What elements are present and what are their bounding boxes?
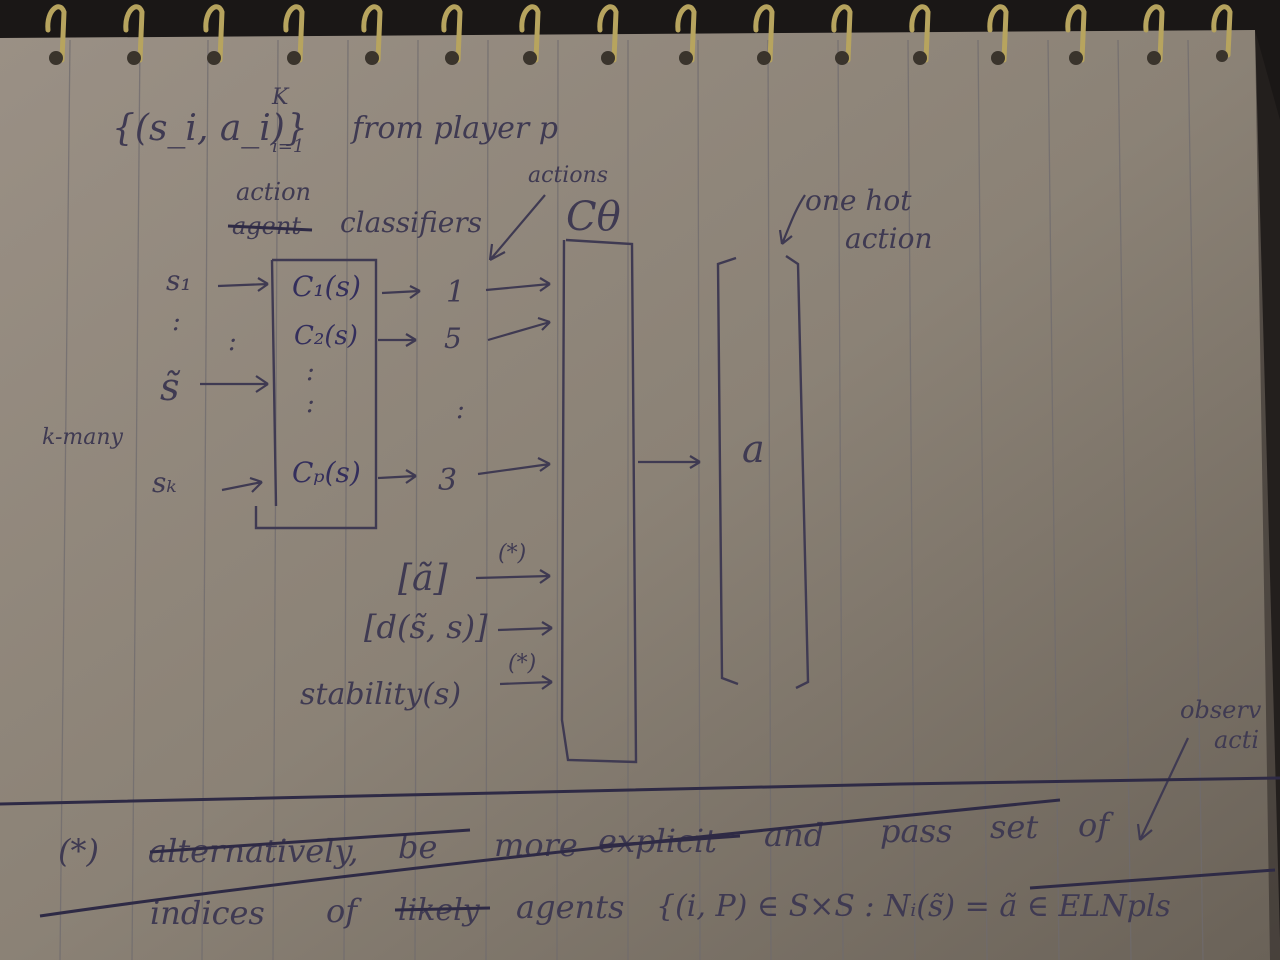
input-dots-2: :: [228, 327, 237, 357]
classifier-1: C₁(s): [292, 270, 361, 303]
footnote-marker: (*): [58, 832, 99, 870]
dataset-lower-index: i=1: [272, 136, 304, 157]
input-sK: sₖ: [152, 466, 177, 499]
input-s1: s₁: [166, 264, 192, 297]
actions-arrow: [488, 194, 546, 261]
k-many-label: k-many: [42, 425, 124, 450]
stability-star: (*): [508, 651, 536, 676]
input-dots-1: :: [172, 307, 181, 337]
classifier-dots-1: :: [306, 357, 315, 387]
a-tilde-star: (*): [498, 541, 526, 566]
input-s-tilde: s̃: [160, 365, 180, 409]
distance-input: [d(s̃, s)]: [364, 608, 488, 646]
a-tilde-arrow: [475, 569, 551, 584]
arrows-into-c-theta: [477, 277, 551, 476]
output-bracket-left: [716, 256, 739, 686]
stability-input: stability(s): [300, 677, 461, 712]
rule-lines: [59, 39, 1204, 960]
stability-arrow: [499, 675, 553, 690]
paper-sheet: [0, 30, 1280, 960]
a-tilde-input: [ã]: [398, 558, 449, 599]
input-s1-arrow: [217, 277, 269, 292]
footnote-of-2: of: [326, 892, 362, 930]
classifier-c-theta: Cθ: [566, 194, 621, 240]
classifier-dots-2: :: [306, 389, 315, 419]
spiral-holes: [49, 50, 1228, 65]
footnote-indices: indices: [150, 894, 265, 932]
footnote-agents: agents: [516, 888, 624, 926]
classifier-box: [254, 258, 378, 530]
one-hot-arrow: [778, 194, 806, 245]
observed-label-2: acti: [1214, 726, 1259, 754]
footnote-and: and: [764, 816, 824, 854]
classifier-p-arrow: [377, 469, 417, 484]
section-divider: [0, 776, 1280, 806]
source-label: from player p: [350, 111, 558, 146]
agent-strikethrough: [227, 224, 313, 232]
classifier-2: C₂(s): [294, 321, 358, 351]
observed-arrow: [1136, 737, 1189, 841]
input-s-tilde-arrow: [200, 375, 269, 393]
dataset-upper-index: K: [271, 85, 290, 110]
c-theta-box: [560, 238, 638, 764]
paper-edge-right: [1255, 30, 1280, 960]
one-hot-label-2: action: [845, 222, 932, 255]
actions-label: actions: [528, 163, 608, 188]
input-sK-arrow: [221, 476, 263, 493]
footnote-of: of: [1078, 806, 1114, 844]
observed-label-1: observ: [1180, 696, 1262, 724]
classifier-1-output: 1: [446, 275, 465, 310]
footnote-set: set: [990, 808, 1038, 846]
classifier-2-output: 5: [444, 322, 462, 355]
classifier-1-arrow: [381, 285, 421, 299]
output-dots: :: [456, 395, 465, 425]
output-bracket-right: [785, 255, 810, 690]
dataset-notation: {(s_i, a_i)}: [112, 108, 308, 149]
footnote-set-expression: {(i, P) ∈ S×S : Nᵢ(s̃) = ã ∈ ELNpls: [656, 889, 1171, 924]
footnote-strikethroughs: [39, 798, 1276, 918]
one-hot-label-1: one hot: [805, 184, 912, 217]
classifiers-label: classifiers: [340, 206, 482, 239]
classifier-p: Cₚ(s): [292, 456, 361, 489]
action-word: action: [236, 178, 311, 206]
output-a: a: [742, 427, 765, 471]
distance-arrow: [497, 621, 553, 636]
classifier-p-output: 3: [438, 463, 457, 498]
spiral-binding: [45, 4, 1233, 63]
classifier-2-arrow: [378, 333, 417, 347]
c-theta-output-arrow: [638, 455, 701, 469]
